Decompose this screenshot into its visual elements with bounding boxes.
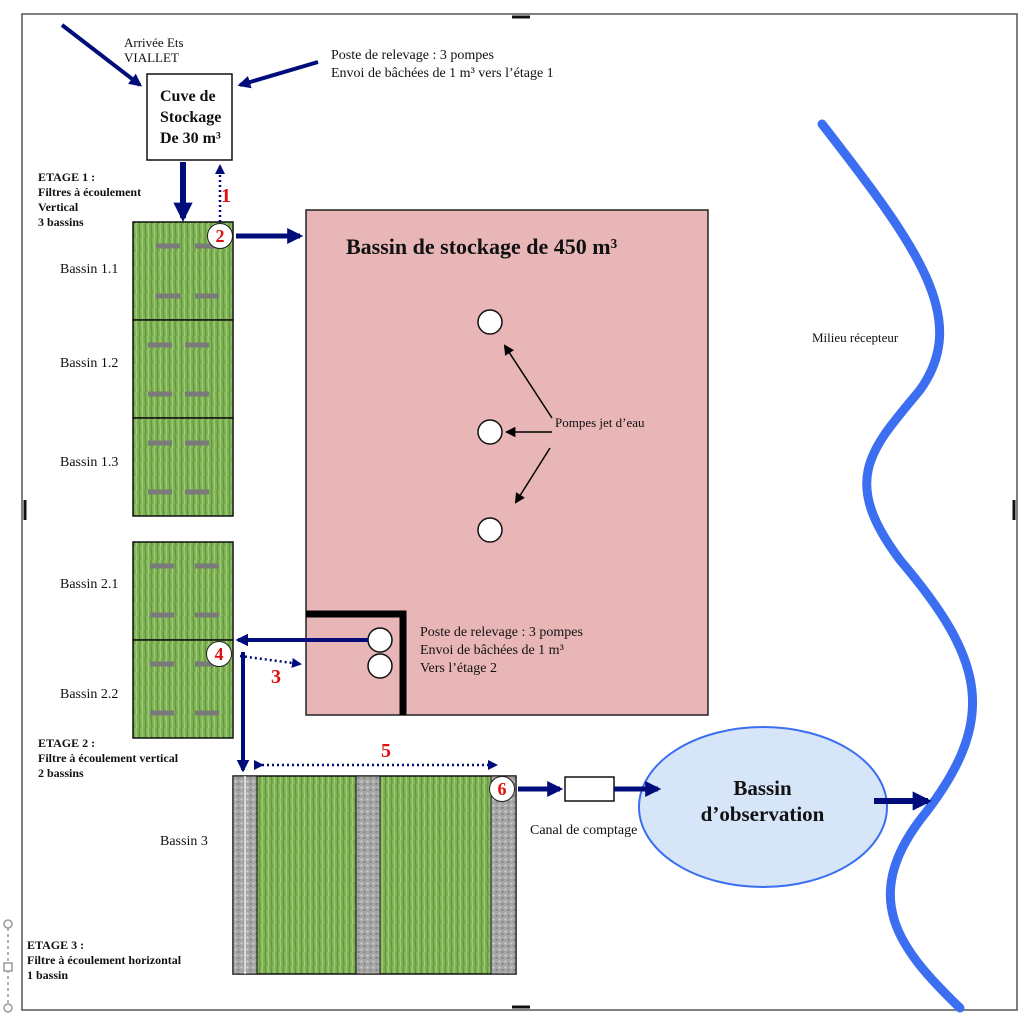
point-6-marker: 6 xyxy=(489,776,515,802)
milieu-recepteur-label: Milieu récepteur xyxy=(812,330,899,345)
arrow-arrivee xyxy=(60,23,143,87)
bassin-1-3-filter xyxy=(132,417,234,517)
bassin-2-2-label: Bassin 2.2 xyxy=(60,687,119,702)
bassin-stockage-title: Bassin de stockage de 450 m³ xyxy=(346,234,618,259)
arrow-relevage-1 xyxy=(237,60,319,89)
etage3-title: ETAGE 3 : Filtre à écoulement horizontal… xyxy=(27,938,182,982)
etage3-filter xyxy=(232,775,517,975)
cuve-stockage-box xyxy=(146,73,233,161)
frame-handles xyxy=(23,15,1016,1009)
arrivee-label: Arrivée Ets VIALLET xyxy=(124,35,184,65)
poste-relevage-2-label: Poste de relevage : 3 pompes Envoi de bâ… xyxy=(420,625,583,677)
pompe-arrow-1 xyxy=(503,344,553,419)
bassin-1-1-label: Bassin 1.1 xyxy=(60,262,119,277)
observation-label: Bassin d’observation xyxy=(700,776,825,827)
point-1-label: 1 xyxy=(221,185,231,207)
pompe-arrow-3 xyxy=(514,447,551,504)
pompe-jet-3 xyxy=(477,517,503,543)
bassin-1-2-label: Bassin 1.2 xyxy=(60,356,119,371)
etage1-filters xyxy=(132,221,234,517)
arrow-dotted-3 xyxy=(239,654,302,668)
point-3-label: 3 xyxy=(271,666,281,688)
poste-relevage-1-label: Poste de relevage : 3 pompes Envoi de bâ… xyxy=(331,48,554,82)
pompe-jet-2 xyxy=(477,419,503,445)
bassin-2-1-filter xyxy=(132,541,234,641)
etage2-title: ETAGE 2 : Filtre à écoulement vertical 2… xyxy=(38,736,179,780)
etage1-title: ETAGE 1 : Filtres à écoulement Vertical … xyxy=(38,170,142,229)
river-line xyxy=(817,119,978,1013)
pompes-jet-label: Pompes jet d’eau xyxy=(555,415,645,430)
canal-label: Canal de comptage xyxy=(530,823,638,838)
bassin-1-3-label: Bassin 1.3 xyxy=(60,455,119,470)
bassin-2-1-label: Bassin 2.1 xyxy=(60,577,119,592)
cuve-label: Cuve de Stockage De 30 m³ xyxy=(160,88,222,147)
etage2-filters xyxy=(132,541,234,739)
gravel-middle xyxy=(355,775,381,975)
selection-handles xyxy=(3,919,13,1013)
bassin-1-2-filter xyxy=(132,319,234,419)
pompe-jet-1 xyxy=(477,309,503,335)
pompe-relevage-2 xyxy=(367,653,393,679)
outer-frame xyxy=(21,13,1018,1011)
canal-comptage-box xyxy=(564,776,615,802)
relevage-chamber-wall xyxy=(306,610,407,715)
point-4-marker: 4 xyxy=(206,641,232,667)
gravel-outlet xyxy=(490,775,517,975)
pompe-relevage-1 xyxy=(367,627,393,653)
bassin-3-label: Bassin 3 xyxy=(160,834,208,849)
bassin-observation-ellipse xyxy=(638,726,888,888)
point-2-marker: 2 xyxy=(207,223,233,249)
point-5-label: 5 xyxy=(381,740,391,762)
flow-arrows xyxy=(60,23,932,811)
